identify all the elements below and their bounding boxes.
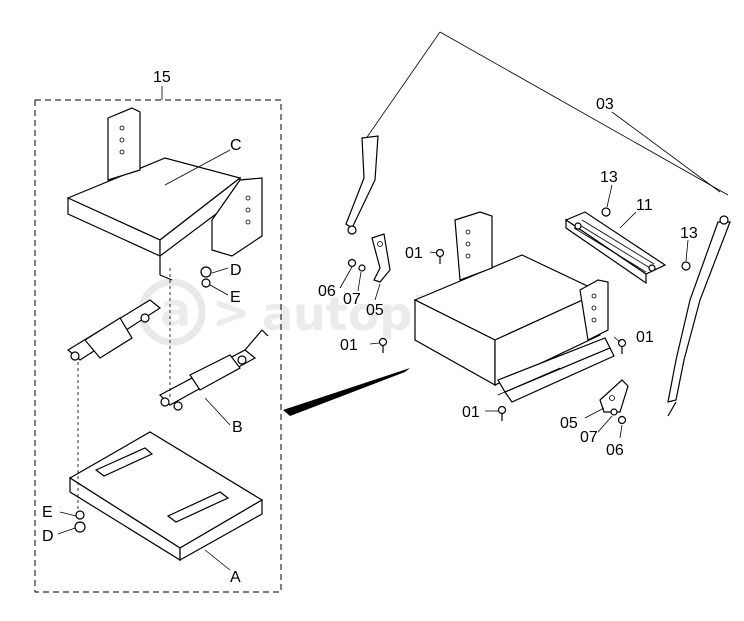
label-part-b: B xyxy=(232,419,243,436)
label-part-01-c: 01 xyxy=(636,329,654,346)
part-d-e-top-hardware xyxy=(200,266,212,288)
label-part-06-b: 06 xyxy=(606,442,624,459)
group-15-boundary xyxy=(34,99,282,593)
label-part-13-a: 13 xyxy=(600,169,618,186)
part-c-bracket xyxy=(66,107,263,281)
label-part-c: C xyxy=(230,137,242,154)
part-03-strap xyxy=(345,31,731,417)
part-d-e-bottom-hardware xyxy=(74,510,86,533)
part-labels: 15 C D E B E D A 03 13 11 13 01 06 07 05… xyxy=(42,69,698,586)
assembly-arrow xyxy=(283,368,410,416)
part-a-base-plate xyxy=(68,431,264,562)
label-part-e-bottom: E xyxy=(42,504,53,521)
label-part-d-bottom: D xyxy=(42,528,54,545)
svg-text:>: > xyxy=(212,285,251,339)
label-part-01-b: 01 xyxy=(340,337,358,354)
label-part-d-top: D xyxy=(230,262,242,279)
label-group-15: 15 xyxy=(153,69,171,86)
label-part-07-a: 07 xyxy=(343,291,361,308)
part-05-hinge-brackets xyxy=(371,233,629,413)
label-part-06-a: 06 xyxy=(318,283,336,300)
label-part-01-a: 01 xyxy=(405,245,423,262)
label-part-11: 11 xyxy=(636,197,653,214)
label-part-05-a: 05 xyxy=(366,302,384,319)
part-11-grille xyxy=(564,211,667,285)
main-battery-box xyxy=(413,211,615,403)
label-part-07-b: 07 xyxy=(580,429,598,446)
label-part-03: 03 xyxy=(596,96,614,113)
label-part-a: A xyxy=(230,569,241,586)
label-part-13-b: 13 xyxy=(680,225,698,242)
part-b-slide-rails xyxy=(66,299,269,411)
label-part-01-d: 01 xyxy=(462,404,480,421)
svg-text:a: a xyxy=(160,283,191,337)
label-part-05-b: 05 xyxy=(560,415,578,432)
label-part-e-top: E xyxy=(230,289,241,306)
